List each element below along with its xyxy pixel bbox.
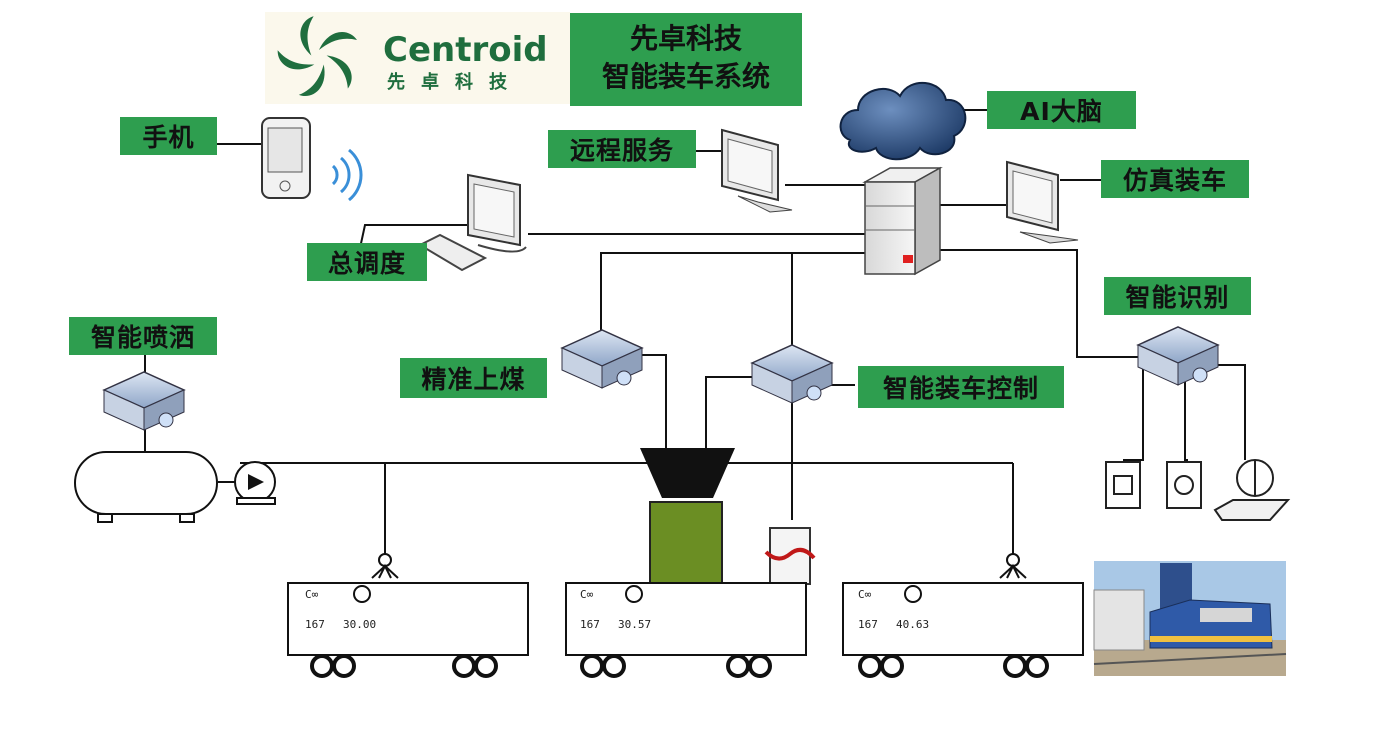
title-line2: 智能装车系统 <box>601 60 770 93</box>
keyboard-icon <box>417 233 488 272</box>
phone-icon <box>261 117 311 199</box>
label-loading-control: 智能装车控制 <box>858 366 1064 408</box>
label-dispatch: 总调度 <box>307 243 427 281</box>
label-phone: 手机 <box>120 117 217 155</box>
switch-icon <box>750 344 834 404</box>
train-photo <box>1093 561 1287 676</box>
wagon-code: C∞ <box>305 588 319 601</box>
radar-icon <box>1213 459 1291 521</box>
wifi-icon <box>331 148 363 202</box>
logo-brand-cn: 先卓科技 <box>387 72 523 93</box>
switch-icon <box>560 329 644 389</box>
switch-icon <box>1136 326 1220 386</box>
label-ai-brain: AI大脑 <box>987 91 1136 129</box>
wagon-load: 40.63 <box>896 618 929 631</box>
tank-icon <box>74 451 218 523</box>
dispatch-monitor-icon <box>467 173 527 253</box>
wagon-load: 30.57 <box>618 618 651 631</box>
wagon-code: C∞ <box>858 588 872 601</box>
system-title: 先卓科技 智能装车系统 <box>570 13 802 106</box>
label-smart-spray: 智能喷洒 <box>69 317 217 355</box>
hopper-icon <box>640 448 735 498</box>
company-logo: Centroid 先卓科技 <box>265 12 570 104</box>
wagon-number: 167 <box>858 618 878 631</box>
main-server-icon <box>862 166 943 276</box>
label-smart-recognition: 智能识别 <box>1104 277 1251 315</box>
label-simulation-loading: 仿真装车 <box>1101 160 1249 198</box>
wagon-icon: C∞ 167 40.63 <box>842 582 1084 678</box>
cloud-icon <box>839 81 967 161</box>
chute-icon <box>649 501 723 591</box>
switch-icon <box>102 371 186 431</box>
wagon-number: 167 <box>580 618 600 631</box>
wagon-icon: C∞ 167 30.57 <box>565 582 807 678</box>
remote-monitor-icon <box>721 128 793 213</box>
wagon-number: 167 <box>305 618 325 631</box>
wagon-code: C∞ <box>580 588 594 601</box>
pump-icon <box>218 461 276 505</box>
wagon-load: 30.00 <box>343 618 376 631</box>
camera-icon <box>1105 461 1141 509</box>
sensor-icon <box>764 527 816 585</box>
label-precise-coal: 精准上煤 <box>400 358 547 398</box>
label-remote-service: 远程服务 <box>548 130 696 168</box>
logo-swirl-icon <box>277 16 357 96</box>
simulation-monitor-icon <box>1006 160 1079 244</box>
wagon-icon: C∞ 167 30.00 <box>287 582 529 678</box>
title-line1: 先卓科技 <box>629 22 742 55</box>
spray-nozzle-icon <box>999 553 1027 579</box>
camera-icon <box>1166 461 1202 509</box>
logo-brand: Centroid <box>383 30 548 70</box>
spray-nozzle-icon <box>371 553 399 579</box>
